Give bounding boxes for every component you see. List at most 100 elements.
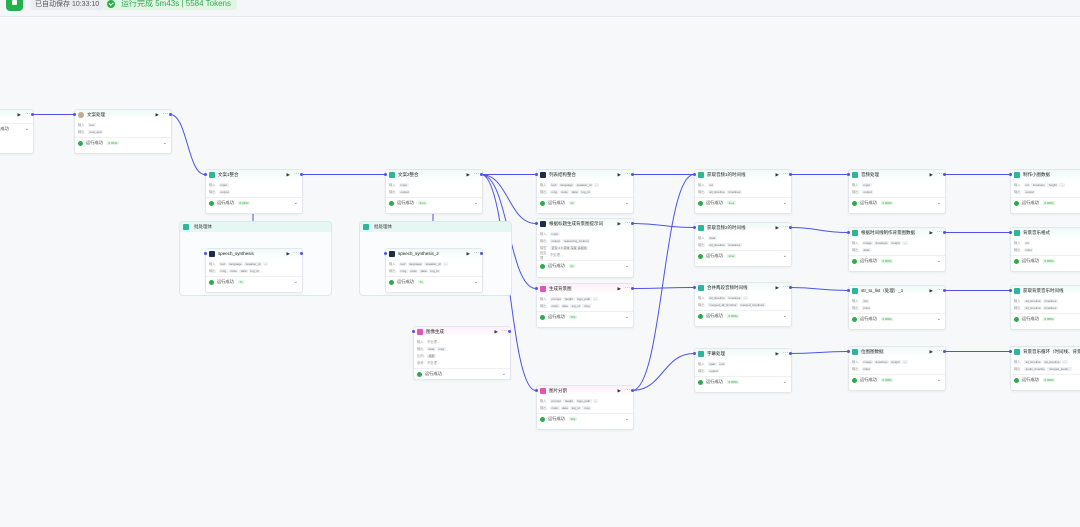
chevron-down-icon[interactable]: ⌄ (936, 200, 941, 206)
connection-port[interactable] (30, 113, 34, 116)
app-logo-icon[interactable] (6, 0, 23, 11)
play-icon[interactable]: ▶ (17, 112, 21, 117)
node-header[interactable]: 位图图数据▶··· (849, 347, 945, 357)
node-header[interactable]: 背景音乐格式▶··· (1011, 228, 1080, 238)
node-header[interactable]: 图像生成▶··· (414, 327, 510, 337)
run-status-badge[interactable]: 运行完成 5m43s | 5584 Tokens (103, 0, 237, 10)
more-icon[interactable]: ··· (294, 171, 299, 177)
chevron-down-icon[interactable]: ⌄ (624, 263, 629, 269)
connection-port[interactable] (630, 222, 634, 225)
play-icon[interactable]: ▶ (929, 288, 933, 293)
more-icon[interactable]: ··· (163, 111, 168, 117)
more-icon[interactable]: ··· (625, 171, 630, 177)
chevron-down-icon[interactable]: ⌄ (936, 258, 941, 264)
node-header[interactable]: 生成背景图▶··· (537, 284, 633, 294)
connection-port[interactable] (534, 287, 538, 290)
chevron-down-icon[interactable]: ⌄ (936, 316, 941, 322)
connection-port[interactable] (507, 330, 511, 333)
chevron-down-icon[interactable]: ⌄ (293, 200, 298, 206)
play-icon[interactable]: ▶ (286, 251, 290, 256)
workflow-node[interactable]: 背景音乐循环（时间线、背景...▶···输入all_timelineall_ti… (1010, 346, 1080, 391)
node-header[interactable]: 获取音频2的时间线▶··· (695, 223, 791, 233)
chevron-down-icon[interactable]: ⌄ (782, 253, 787, 259)
more-icon[interactable]: ··· (294, 250, 299, 256)
node-header[interactable]: speech_synthesis▶··· (206, 249, 302, 259)
node-header[interactable]: 文案处理▶··· (75, 110, 171, 120)
node-run-result[interactable]: 运行成功⌄ (0, 123, 33, 134)
play-icon[interactable]: ▶ (286, 172, 290, 177)
node-header[interactable]: 根据时间线制作背景图数据▶··· (849, 228, 945, 238)
node-header[interactable]: 获取背景音乐时间线▶··· (1011, 286, 1080, 296)
connection-port[interactable] (383, 252, 387, 255)
more-icon[interactable]: ··· (625, 285, 630, 291)
chevron-down-icon[interactable]: ⌄ (624, 416, 629, 422)
node-header[interactable]: 列表结构整合▶··· (537, 170, 633, 180)
more-icon[interactable]: ··· (937, 229, 942, 235)
play-icon[interactable]: ▶ (617, 172, 621, 177)
play-icon[interactable]: ▶ (617, 286, 621, 291)
connection-port[interactable] (411, 330, 415, 333)
chevron-down-icon[interactable]: ⌄ (936, 377, 941, 383)
more-icon[interactable]: ··· (625, 220, 630, 226)
chevron-down-icon[interactable]: ⌄ (473, 279, 478, 285)
connection-port[interactable] (692, 352, 696, 355)
node-header[interactable]: 合并两段音频时间线▶··· (695, 283, 791, 293)
connection-port[interactable] (788, 286, 792, 289)
more-icon[interactable]: ··· (502, 328, 507, 334)
play-icon[interactable]: ▶ (775, 172, 779, 177)
connection-port[interactable] (1008, 173, 1012, 176)
play-icon[interactable]: ▶ (929, 172, 933, 177)
more-icon[interactable]: ··· (783, 284, 788, 290)
node-header[interactable]: 制作小图数据▶··· (1011, 170, 1080, 180)
play-icon[interactable]: ▶ (617, 388, 621, 393)
connection-port[interactable] (299, 252, 303, 255)
connection-port[interactable] (1008, 289, 1012, 292)
connection-port[interactable] (203, 173, 207, 176)
connection-port[interactable] (203, 252, 207, 255)
workflow-node[interactable]: 获取背景音乐时间线▶···输入all_timelinetimelines输出al… (1010, 285, 1080, 330)
connection-port[interactable] (846, 231, 850, 234)
connection-port[interactable] (168, 113, 172, 116)
connection-port[interactable] (846, 350, 850, 353)
node-header[interactable]: 文案2整合▶··· (386, 170, 482, 180)
play-icon[interactable]: ▶ (929, 349, 933, 354)
chevron-down-icon[interactable]: ⌄ (624, 314, 629, 320)
connection-port[interactable] (72, 113, 76, 116)
more-icon[interactable]: ··· (783, 171, 788, 177)
connection-port[interactable] (942, 350, 946, 353)
node-header[interactable]: 背景音乐循环（时间线、背景...▶··· (1011, 347, 1080, 357)
node-header[interactable]: 音频处理▶··· (849, 170, 945, 180)
play-icon[interactable]: ▶ (494, 329, 498, 334)
play-icon[interactable]: ▶ (929, 230, 933, 235)
more-icon[interactable]: ··· (474, 250, 479, 256)
more-icon[interactable]: ··· (783, 350, 788, 356)
more-icon[interactable]: ··· (474, 171, 479, 177)
connection-port[interactable] (299, 173, 303, 176)
connection-port[interactable] (479, 173, 483, 176)
node-header[interactable]: 图片分割▶··· (537, 386, 633, 396)
play-icon[interactable]: ▶ (775, 285, 779, 290)
